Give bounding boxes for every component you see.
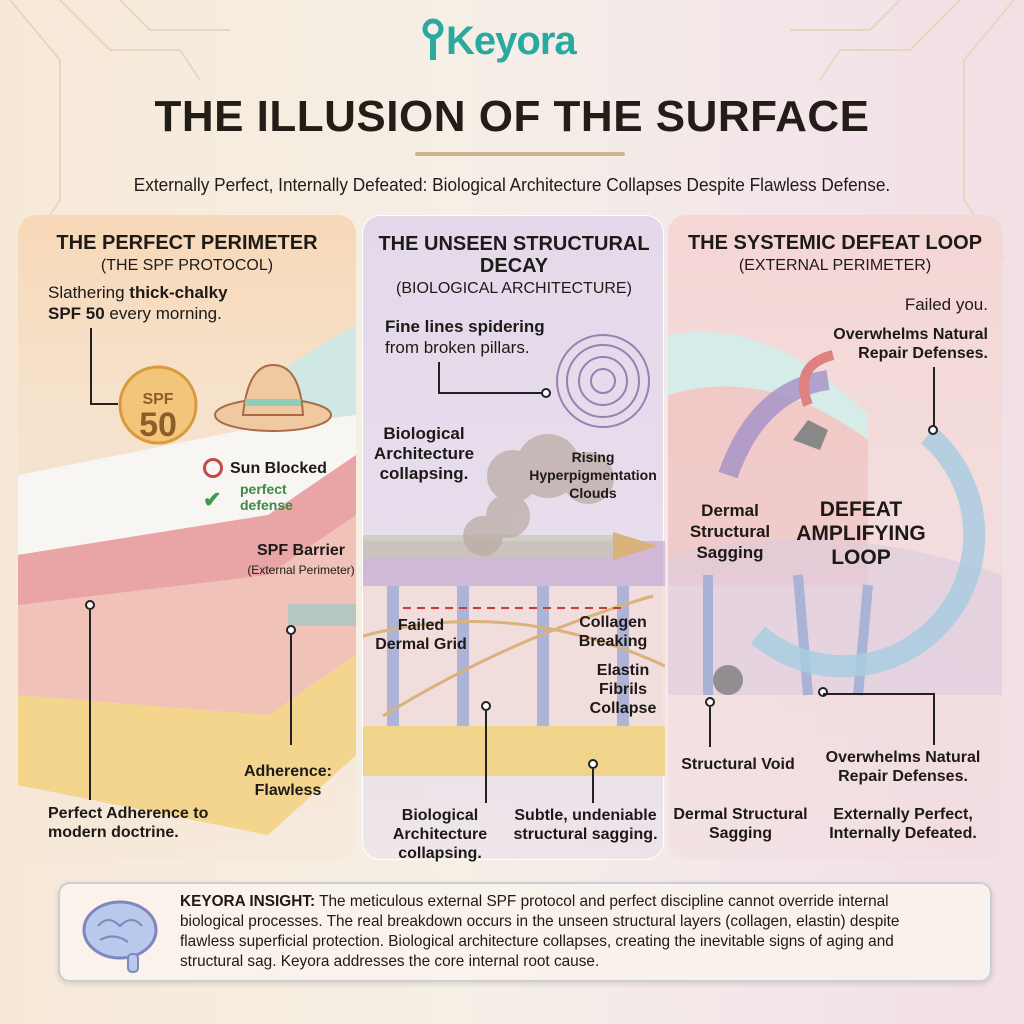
bio-collapsing-bottom-label: Biological Architecture collapsing.: [392, 807, 488, 862]
insight-text: KEYORA INSIGHT: The meticulous external …: [180, 893, 900, 970]
adherence-label: Adherence: Flawless: [243, 763, 333, 799]
defeat-loop-illustration: [668, 331, 1002, 696]
sun-blocked-label: Sun Blocked: [230, 460, 327, 477]
panel-title: THE PERFECT PERIMETER: [56, 232, 318, 254]
dermal-sagging-bottom-label: Dermal Structural Sagging: [673, 806, 808, 842]
page-title: THE ILLUSION OF THE SURFACE: [154, 92, 870, 141]
perfect-defense-label: perfect defense: [240, 481, 293, 513]
overwhelms-top-label: Overwhelms Natural Repair Defenses.: [833, 326, 988, 362]
keyora-insight-box: KEYORA INSIGHT: The meticulous external …: [58, 882, 992, 982]
page-subtitle: Externally Perfect, Internally Defeated:…: [133, 174, 891, 195]
rock-icon: [793, 420, 828, 450]
sun-icon: [118, 365, 198, 445]
failed-you-label: Failed you.: [904, 295, 988, 314]
subtle-sagging-label: Subtle, undeniable structural sagging.: [513, 807, 658, 843]
panel-subtitle: (EXTERNAL PERIMETER): [738, 257, 932, 274]
hyperpigmentation-clouds: [463, 434, 614, 556]
prohibited-icon: [203, 458, 223, 478]
elastin-label: Elastin Fibrils Collapse: [589, 662, 657, 717]
panel-subtitle: (THE SPF PROTOCOL): [100, 257, 274, 274]
key-icon: [422, 18, 444, 60]
perfect-adherence-label: Perfect Adherence to modern doctrine.: [48, 805, 209, 841]
panel-unseen-decay: THE UNSEEN STRUCTURAL DECAY (BIOLOGICAL …: [362, 215, 665, 862]
panel-perfect-perimeter: THE PERFECT PERIMETER (THE SPF PROTOCOL)…: [18, 215, 356, 860]
skin-block-illustration: [18, 325, 356, 835]
loop-arrow-red: [799, 350, 835, 407]
panel-title: THE SYSTEMIC DEFEAT LOOP: [687, 232, 983, 254]
loop-label: DEFEAT AMPLIFYING LOOP: [796, 498, 926, 569]
spiral-icon: [556, 334, 650, 428]
dermis-illustration: [363, 334, 665, 776]
failed-grid-label: Failed Dermal Grid: [375, 617, 467, 653]
brand-logo: Keyora: [422, 18, 612, 78]
bio-collapsing-label: Biological Architecture collapsing.: [373, 424, 475, 483]
rising-clouds-label: Rising Hyperpigmentation Clouds: [529, 449, 657, 501]
loop-arrow-purple: [718, 370, 830, 479]
panel-title: THE UNSEEN STRUCTURAL DECAY: [378, 233, 650, 277]
title-divider: [415, 152, 625, 156]
structural-void-label: Structural Void: [681, 756, 795, 773]
check-arrow-icon: ✔: [203, 487, 222, 512]
overwhelms-bottom-label: Overwhelms Natural Repair Defenses.: [825, 749, 981, 785]
void-icon: [713, 665, 743, 695]
brand-name: Keyora: [446, 19, 577, 63]
brain-icon: [82, 900, 158, 973]
spf-barrier-label: SPF Barrier(External Perimeter): [247, 542, 355, 577]
loop-arrow-blue: [750, 426, 986, 678]
dermal-sagging-label: Dermal Structural Sagging: [689, 501, 771, 562]
externally-perfect-label: Externally Perfect, Internally Defeated.: [829, 806, 977, 842]
collagen-breaking-label: Collagen Breaking: [578, 614, 648, 650]
panel-subtitle: (BIOLOGICAL ARCHITECTURE): [396, 280, 632, 297]
panel-defeat-loop: THE SYSTEMIC DEFEAT LOOP (EXTERNAL PERIM…: [668, 215, 1002, 860]
